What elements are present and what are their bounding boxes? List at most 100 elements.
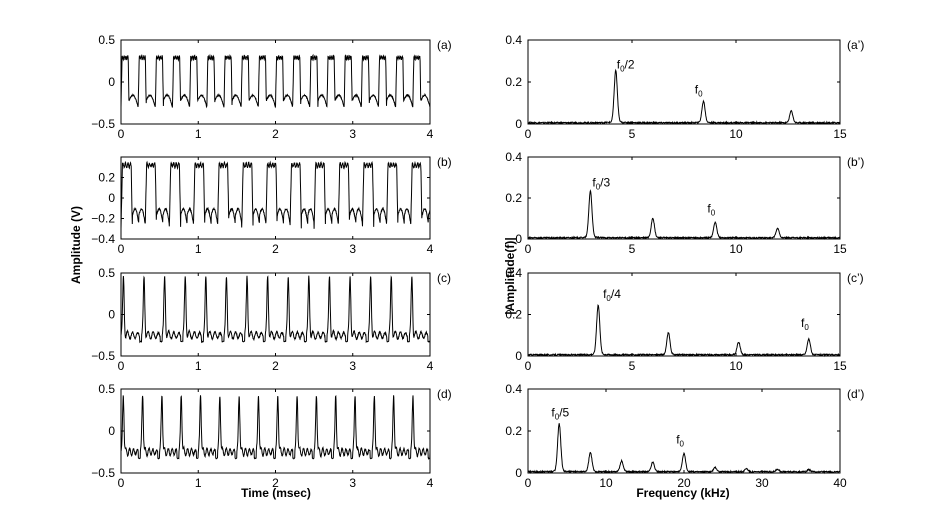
x-tick-label: 1 [195, 242, 202, 256]
annotation-base: f [676, 433, 680, 447]
annotation-base: f [551, 405, 555, 419]
annotation-subscript: 0 [596, 183, 601, 192]
y-tick-label: 0.2 [98, 171, 115, 185]
annotation-subscript: 0 [555, 412, 560, 421]
series-line [527, 189, 841, 241]
annotation-suffix: /2 [625, 57, 635, 71]
y-tick-label: 0 [515, 232, 522, 246]
series-line [120, 53, 431, 109]
y-tick-label: 0.4 [505, 33, 522, 47]
annotation-base: f [707, 201, 711, 215]
panel-label: (c’) [847, 271, 864, 285]
x-tick-label: 20 [677, 476, 691, 490]
axes-frame [120, 388, 431, 474]
x-tick-label: 0 [525, 127, 532, 141]
y-tick-label: 0.5 [98, 33, 115, 47]
axes-frame [527, 156, 841, 240]
x-tick-label: 0 [525, 242, 532, 256]
annotation-subscript: 0 [606, 294, 611, 303]
x-tick-label: 5 [629, 359, 636, 373]
panel-label: (d’) [847, 387, 864, 401]
peak-annotation: f0/3 [592, 176, 610, 192]
series-line [527, 68, 841, 126]
x-tick-label: 0 [118, 242, 125, 256]
annotation-suffix: /4 [611, 287, 621, 301]
x-tick-label: 10 [729, 242, 743, 256]
y-tick-label: −0.5 [91, 466, 115, 480]
x-tick-label: 2 [272, 127, 279, 141]
x-tick-label: 5 [629, 242, 636, 256]
annotation-subscript: 0 [804, 323, 809, 332]
annotation-base: f [592, 176, 596, 190]
panel-label: (b) [437, 155, 452, 169]
x-tick-label: 3 [349, 476, 356, 490]
axes-frame [120, 156, 431, 240]
x-tick-label: 15 [833, 359, 847, 373]
x-tick-label: 3 [349, 359, 356, 373]
annotation-subscript: 0 [620, 64, 625, 73]
y-tick-label: 0 [108, 424, 115, 438]
y-tick-label: 0 [108, 308, 115, 322]
x-tick-label: 2 [272, 242, 279, 256]
x-tick-label: 5 [629, 127, 636, 141]
axes-frame [120, 272, 431, 357]
x-tick-label: 3 [349, 242, 356, 256]
annotation-subscript: 0 [680, 440, 685, 449]
y-tick-label: 0.5 [98, 266, 115, 280]
y-tick-label: 0.4 [505, 382, 522, 396]
axes-frame [527, 388, 841, 474]
x-tick-label: 3 [349, 127, 356, 141]
x-tick-label: 1 [195, 127, 202, 141]
x-tick-label: 10 [599, 476, 613, 490]
y-tick-label: −0.5 [91, 117, 115, 131]
freq-ylabel: |Amplitude(f)| [503, 237, 517, 314]
series-line [120, 275, 431, 344]
y-tick-label: 0.2 [505, 424, 522, 438]
y-tick-label: −0.2 [91, 212, 115, 226]
annotation-suffix: /5 [559, 405, 569, 419]
x-tick-label: 1 [195, 476, 202, 490]
x-tick-label: 0 [118, 476, 125, 490]
y-tick-label: −0.5 [91, 349, 115, 363]
x-tick-label: 0 [118, 127, 125, 141]
time-xlabel: Time (msec) [241, 486, 311, 500]
y-tick-label: 0 [515, 117, 522, 131]
annotation-subscript: 0 [698, 90, 703, 99]
panel-label: (c) [437, 271, 451, 285]
y-tick-label: 0.4 [505, 150, 522, 164]
y-tick-label: 0 [515, 466, 522, 480]
y-tick-label: 0.5 [98, 382, 115, 396]
annotation-base: f [801, 316, 805, 330]
series-line [120, 160, 431, 229]
y-tick-label: 0 [108, 191, 115, 205]
y-tick-label: −0.4 [91, 232, 115, 246]
x-tick-label: 30 [755, 476, 769, 490]
annotation-base: f [695, 83, 699, 97]
panel-label: (b’) [847, 155, 864, 169]
y-tick-label: 0.4 [505, 266, 522, 280]
annotation-subscript: 0 [711, 208, 716, 217]
x-tick-label: 1 [195, 359, 202, 373]
series-line [527, 423, 841, 475]
x-tick-label: 4 [427, 127, 434, 141]
x-tick-label: 2 [272, 359, 279, 373]
x-tick-label: 4 [427, 476, 434, 490]
x-tick-label: 0 [525, 359, 532, 373]
x-tick-label: 4 [427, 359, 434, 373]
y-tick-label: 0.2 [505, 308, 522, 322]
peak-annotation: f0/5 [551, 405, 569, 421]
y-tick-label: 0 [108, 75, 115, 89]
panel-label: (d) [437, 387, 452, 401]
x-tick-label: 10 [729, 127, 743, 141]
x-tick-label: 10 [729, 359, 743, 373]
